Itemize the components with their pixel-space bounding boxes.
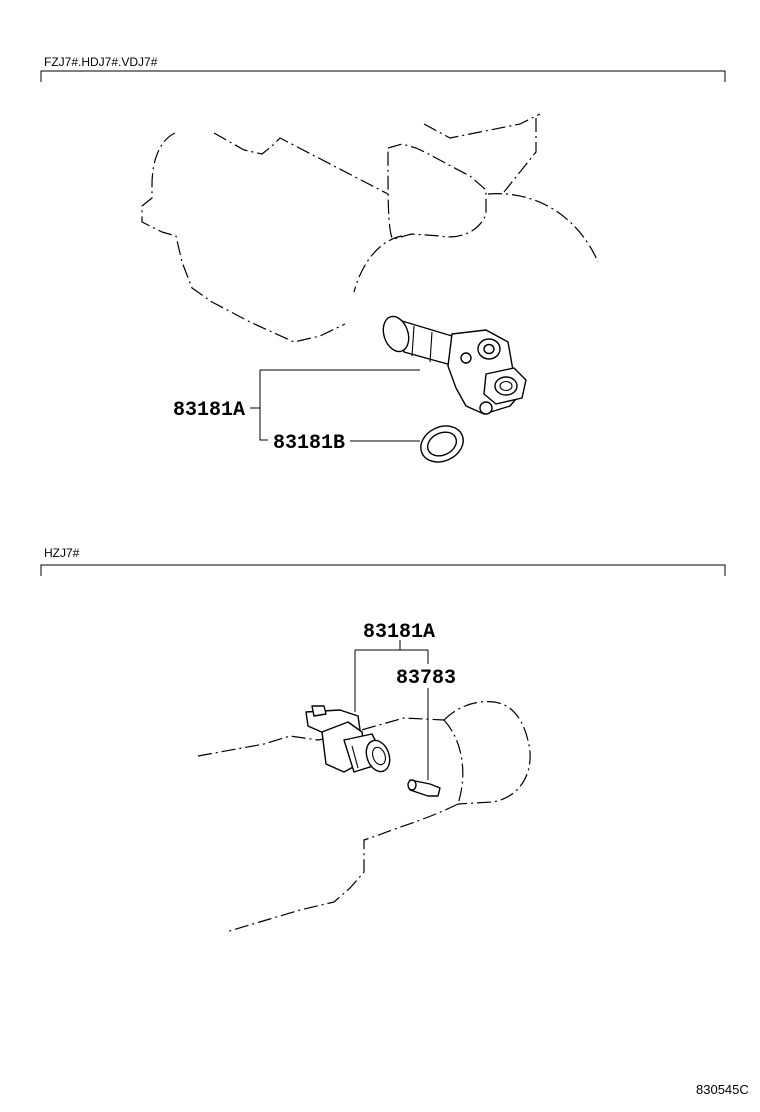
figure-code: 830545C [696,1082,749,1097]
section-header-bottom: HZJ7# [40,546,726,576]
part-number-83181a-top: 83181A [173,399,245,422]
engine-outline [141,113,599,343]
leader-lines-bottom [354,640,429,780]
section-header-top: FZJ7#.HDJ7#.VDJ7# [40,55,726,82]
speed-sensor-assembly-icon [382,315,527,415]
section-label-bottom: HZJ7# [44,546,80,560]
part-number-83783: 83783 [396,667,456,690]
part-number-83181b: 83181B [273,432,345,455]
transmission-outline [197,701,531,933]
section-frame-bottom [40,564,726,576]
speed-sensor-icon [305,705,391,773]
part-number-83181a-bottom: 83181A [363,621,435,644]
section-label-top: FZJ7#.HDJ7#.VDJ7# [44,55,158,69]
o-ring-icon [420,425,464,463]
pin-icon [407,779,441,797]
leader-lines-top [250,369,420,442]
section-frame-top [40,70,726,82]
